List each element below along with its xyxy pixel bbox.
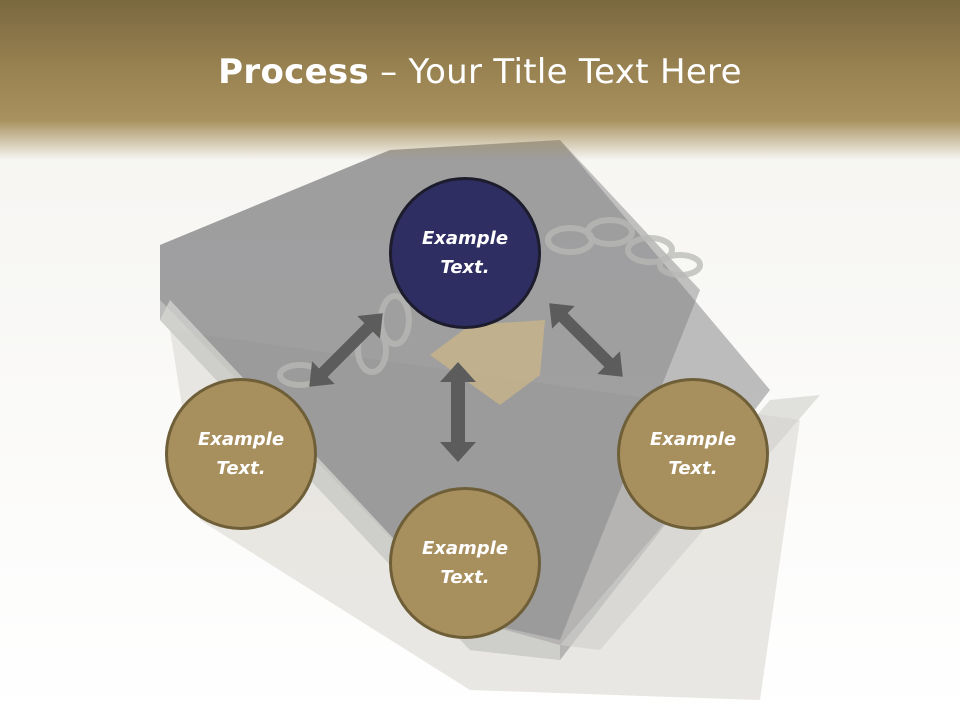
process-node-top: Example Text. bbox=[389, 177, 541, 329]
process-node-left: Example Text. bbox=[165, 378, 317, 530]
slide-title: Process – Your Title Text Here bbox=[0, 52, 960, 92]
title-rest: – Your Title Text Here bbox=[369, 52, 742, 92]
arrow-top-left bbox=[309, 313, 383, 387]
process-node-right: Example Text. bbox=[617, 378, 769, 530]
process-node-bottom: Example Text. bbox=[389, 487, 541, 639]
arrow-top-right bbox=[549, 303, 623, 377]
title-bar bbox=[0, 0, 960, 160]
title-bold: Process bbox=[218, 52, 370, 92]
arrow-vertical bbox=[440, 362, 476, 462]
